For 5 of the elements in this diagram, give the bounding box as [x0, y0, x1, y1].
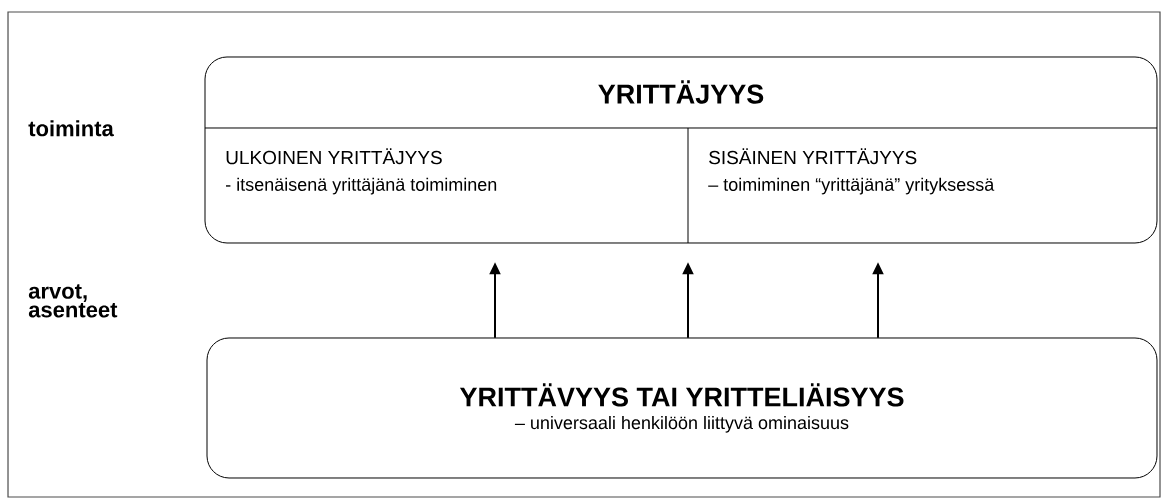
- table-cell: ULKOINEN YRITTÄJYYS - itsenäisenä yrittäjänä toimiminen: [226, 148, 497, 195]
- side-label: arvot, asenteet: [28, 284, 118, 318]
- table-cell: SISÄINEN YRITTÄJYYS – toimiminen “yrittäjänä” yrityksessä: [708, 148, 995, 195]
- side-label: toiminta: [28, 120, 114, 137]
- rounded-box: YRITTÄVYYS TAI YRITTELIÄISYYS – universaali henkilöön liittyvä ominaisuus: [206, 337, 1158, 479]
